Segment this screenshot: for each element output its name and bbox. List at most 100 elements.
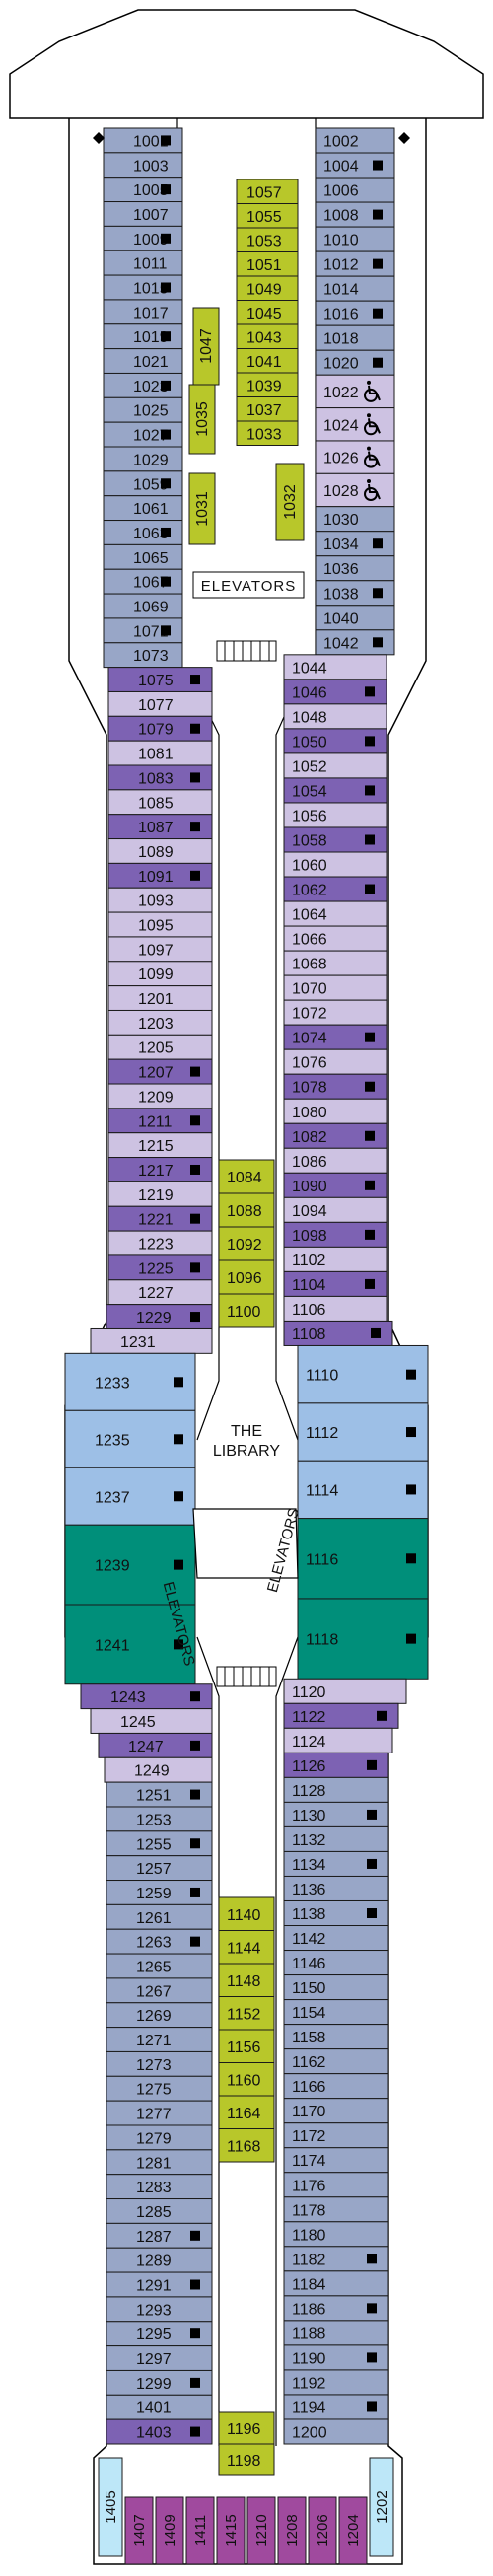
cabin-1201[interactable]: 1201 xyxy=(107,985,213,1011)
cabin-1074[interactable]: 1074 xyxy=(283,1024,387,1050)
cabin-1033[interactable]: 1033 xyxy=(236,420,299,446)
cabin-1076[interactable]: 1076 xyxy=(283,1048,387,1075)
cabin-1100[interactable]: 1100 xyxy=(218,1293,275,1328)
cabin-1020[interactable]: 1020 xyxy=(315,349,395,376)
cabin-1172[interactable]: 1172 xyxy=(283,2122,389,2149)
cabin-1089[interactable]: 1089 xyxy=(107,838,213,864)
cabin-1017[interactable]: 1017 xyxy=(103,299,183,325)
cabin-1407[interactable]: 1407 xyxy=(124,2496,154,2565)
cabin-1203[interactable]: 1203 xyxy=(107,1009,213,1036)
cabin-1271[interactable]: 1271 xyxy=(106,2027,213,2052)
cabin-1077[interactable]: 1077 xyxy=(107,690,213,717)
cabin-1403[interactable]: 1403 xyxy=(106,2418,213,2445)
cabin-1084[interactable]: 1084 xyxy=(218,1159,275,1194)
cabin-1261[interactable]: 1261 xyxy=(106,1903,213,1930)
cabin-1245[interactable]: 1245 xyxy=(90,1708,213,1734)
cabin-1233[interactable]: 1233 xyxy=(64,1352,196,1411)
cabin-1022[interactable]: 1022 xyxy=(315,374,395,409)
cabin-1297[interactable]: 1297 xyxy=(106,2345,213,2371)
cabin-1178[interactable]: 1178 xyxy=(283,2196,389,2223)
cabin-1068[interactable]: 1068 xyxy=(283,950,387,976)
cabin-1031[interactable]: 1031 xyxy=(188,472,216,545)
cabin-1055[interactable]: 1055 xyxy=(236,203,299,229)
cabin-1050[interactable]: 1050 xyxy=(283,728,387,754)
cabin-1025[interactable]: 1025 xyxy=(103,396,183,423)
cabin-1225[interactable]: 1225 xyxy=(107,1254,213,1281)
cabin-1057[interactable]: 1057 xyxy=(236,179,299,204)
cabin-1221[interactable]: 1221 xyxy=(107,1205,213,1232)
cabin-1120[interactable]: 1120 xyxy=(283,1678,407,1704)
cabin-1069[interactable]: 1069 xyxy=(103,593,183,619)
cabin-1079[interactable]: 1079 xyxy=(107,715,213,742)
cabin-1269[interactable]: 1269 xyxy=(106,2002,213,2029)
cabin-1237[interactable]: 1237 xyxy=(64,1467,196,1526)
cabin-1029[interactable]: 1029 xyxy=(103,446,183,472)
cabin-1063[interactable]: 1063 xyxy=(103,520,183,545)
cabin-1209[interactable]: 1209 xyxy=(107,1083,213,1109)
cabin-1006[interactable]: 1006 xyxy=(315,177,395,203)
cabin-1200[interactable]: 1200 xyxy=(283,2418,389,2445)
cabin-1046[interactable]: 1046 xyxy=(283,679,387,705)
cabin-1042[interactable]: 1042 xyxy=(315,629,395,656)
cabin-1206[interactable]: 1206 xyxy=(308,2496,337,2565)
cabin-1273[interactable]: 1273 xyxy=(106,2050,213,2077)
cabin-1039[interactable]: 1039 xyxy=(236,372,299,397)
cabin-1049[interactable]: 1049 xyxy=(236,275,299,301)
cabin-1040[interactable]: 1040 xyxy=(315,605,395,631)
cabin-1080[interactable]: 1080 xyxy=(283,1098,387,1124)
cabin-1253[interactable]: 1253 xyxy=(106,1806,213,1832)
cabin-1070[interactable]: 1070 xyxy=(283,974,387,1001)
cabin-1053[interactable]: 1053 xyxy=(236,227,299,252)
cabin-1003[interactable]: 1003 xyxy=(103,152,183,179)
cabin-1062[interactable]: 1062 xyxy=(283,876,387,902)
cabin-1409[interactable]: 1409 xyxy=(155,2496,184,2565)
cabin-1078[interactable]: 1078 xyxy=(283,1073,387,1100)
cabin-1093[interactable]: 1093 xyxy=(107,887,213,913)
cabin-1267[interactable]: 1267 xyxy=(106,1977,213,2004)
cabin-1231[interactable]: 1231 xyxy=(90,1327,213,1354)
cabin-1239[interactable]: 1239 xyxy=(64,1524,196,1606)
cabin-1134[interactable]: 1134 xyxy=(283,1850,389,1877)
cabin-1048[interactable]: 1048 xyxy=(283,703,387,730)
cabin-1130[interactable]: 1130 xyxy=(283,1801,389,1827)
cabin-1293[interactable]: 1293 xyxy=(106,2296,213,2323)
cabin-1056[interactable]: 1056 xyxy=(283,802,387,828)
cabin-1034[interactable]: 1034 xyxy=(315,531,395,557)
cabin-1186[interactable]: 1186 xyxy=(283,2295,389,2322)
cabin-1217[interactable]: 1217 xyxy=(107,1157,213,1182)
cabin-1082[interactable]: 1082 xyxy=(283,1122,387,1149)
cabin-1005[interactable]: 1005 xyxy=(103,177,183,203)
cabin-1060[interactable]: 1060 xyxy=(283,851,387,878)
cabin-1026[interactable]: 1026 xyxy=(315,440,395,474)
cabin-1190[interactable]: 1190 xyxy=(283,2344,389,2371)
cabin-1208[interactable]: 1208 xyxy=(277,2496,307,2565)
cabin-1114[interactable]: 1114 xyxy=(297,1460,429,1520)
cabin-1257[interactable]: 1257 xyxy=(106,1855,213,1882)
cabin-1192[interactable]: 1192 xyxy=(283,2369,389,2396)
cabin-1065[interactable]: 1065 xyxy=(103,543,183,570)
cabin-1035[interactable]: 1035 xyxy=(188,384,216,455)
cabin-1249[interactable]: 1249 xyxy=(104,1756,213,1783)
cabin-1002[interactable]: 1002 xyxy=(315,127,395,154)
cabin-1118[interactable]: 1118 xyxy=(297,1598,429,1680)
cabin-1067[interactable]: 1067 xyxy=(103,568,183,595)
cabin-1215[interactable]: 1215 xyxy=(107,1132,213,1159)
cabin-1411[interactable]: 1411 xyxy=(185,2496,215,2565)
cabin-1204[interactable]: 1204 xyxy=(338,2496,368,2565)
cabin-1180[interactable]: 1180 xyxy=(283,2221,389,2248)
cabin-1136[interactable]: 1136 xyxy=(283,1875,389,1901)
cabin-1255[interactable]: 1255 xyxy=(106,1830,213,1857)
cabin-1211[interactable]: 1211 xyxy=(107,1108,213,1134)
cabin-1168[interactable]: 1168 xyxy=(218,2128,275,2163)
cabin-1150[interactable]: 1150 xyxy=(283,1974,389,2001)
cabin-1140[interactable]: 1140 xyxy=(218,1896,275,1931)
cabin-1024[interactable]: 1024 xyxy=(315,407,395,442)
cabin-1229[interactable]: 1229 xyxy=(106,1304,213,1329)
cabin-1108[interactable]: 1108 xyxy=(283,1320,393,1346)
cabin-1166[interactable]: 1166 xyxy=(283,2073,389,2100)
cabin-1277[interactable]: 1277 xyxy=(106,2100,213,2126)
cabin-1019[interactable]: 1019 xyxy=(103,323,183,350)
cabin-1023[interactable]: 1023 xyxy=(103,372,183,398)
cabin-1008[interactable]: 1008 xyxy=(315,201,395,228)
cabin-1058[interactable]: 1058 xyxy=(283,826,387,853)
